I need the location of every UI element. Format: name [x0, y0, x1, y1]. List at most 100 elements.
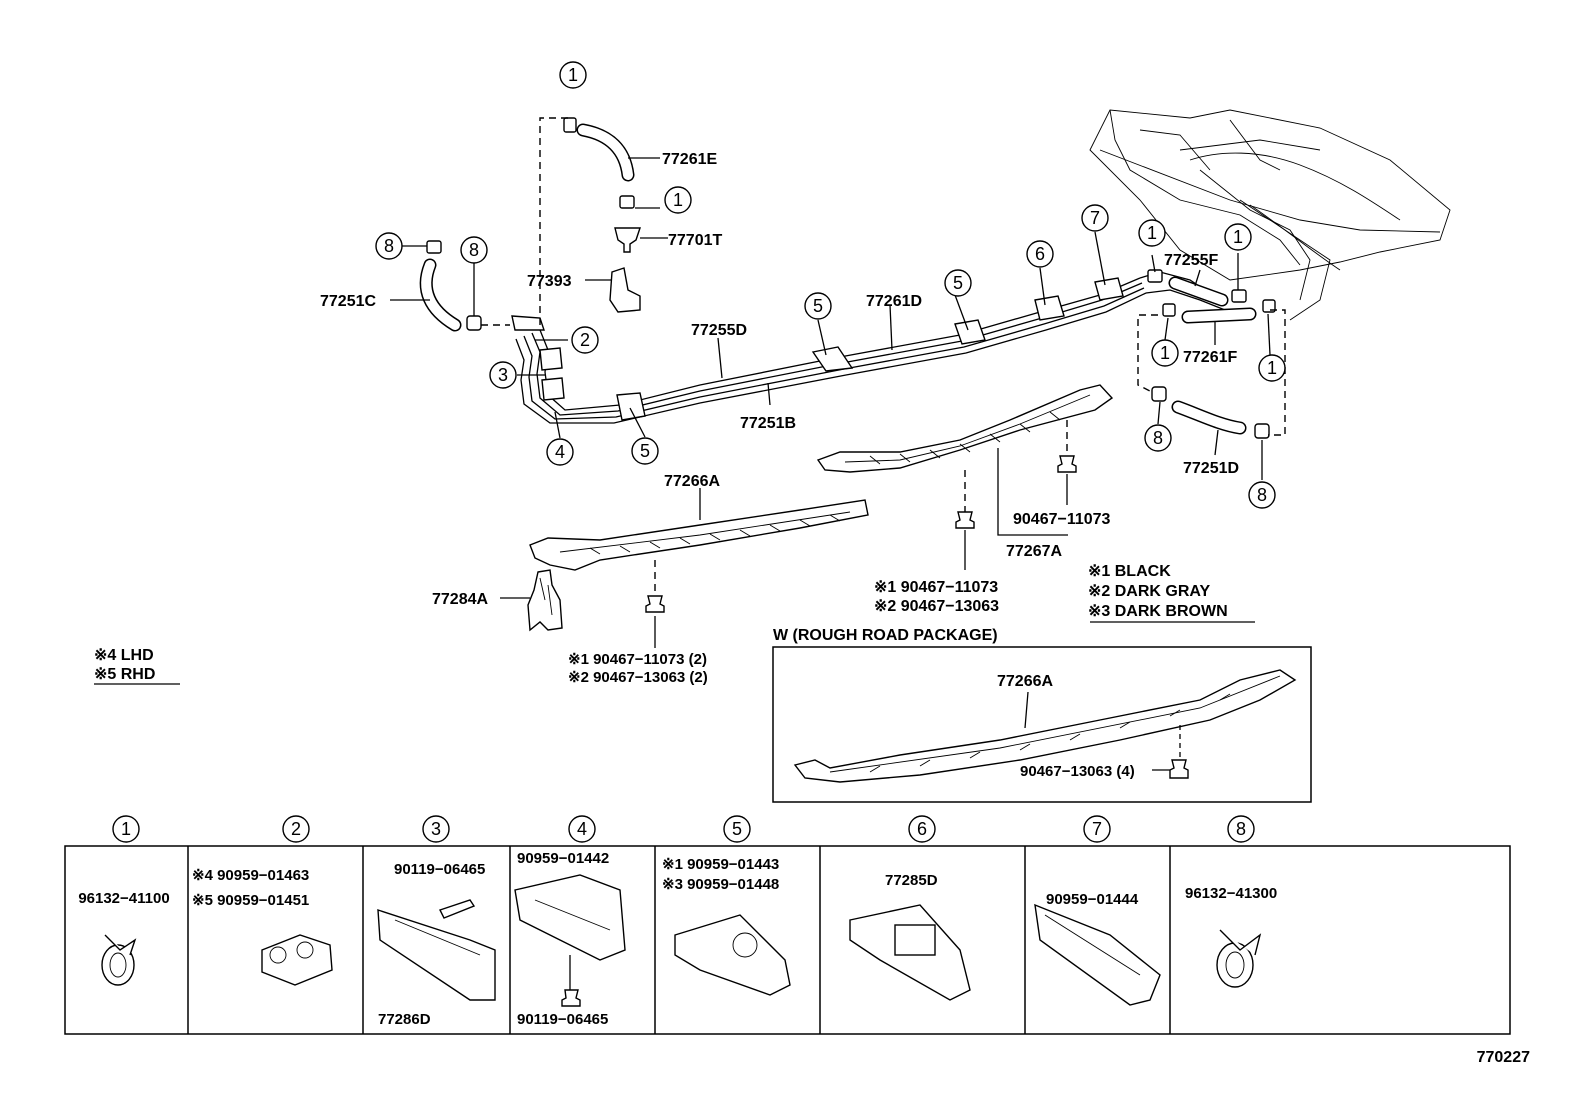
clamp-part-number: ※3 90959−01448 [662, 876, 779, 893]
clamp-part-number: 77286D [378, 1011, 431, 1028]
callout-number: 5 [953, 273, 963, 293]
clamp-part-number: 90959−01444 [1046, 891, 1139, 908]
part-label: 77261E [662, 151, 717, 168]
part-label: ※1 90467−11073 (2) [568, 651, 707, 668]
callout-circle [944, 269, 972, 297]
part-label: 77251D [1183, 460, 1239, 477]
clamp-illustrations [101, 874, 1262, 1007]
clamp-part-number: 77285D [885, 872, 938, 889]
callout-circle [375, 232, 403, 260]
bracket-77284A [527, 569, 563, 632]
leader-lines [94, 157, 1271, 685]
clamp-number: 8 [1236, 819, 1246, 839]
callout-number: 3 [498, 365, 508, 385]
callout-circle [489, 361, 517, 389]
clamp-part-number: 96132−41300 [1185, 885, 1277, 902]
callout-circle [1258, 354, 1286, 382]
clamp-number: 2 [291, 819, 301, 839]
clamp-part-number: ※1 90959−01443 [662, 856, 779, 873]
clamp-number: 4 [577, 819, 587, 839]
callout-circle [1151, 339, 1179, 367]
part-label: ※2 90467−13063 [874, 598, 999, 615]
callout-circle [571, 326, 599, 354]
clamp-number: 3 [431, 819, 441, 839]
callout-number: 1 [568, 65, 578, 85]
part-label: 90467−11073 [1013, 511, 1111, 528]
callout-number: 1 [1147, 223, 1157, 243]
callout-circle [1224, 223, 1252, 251]
callout-circle [664, 186, 692, 214]
small-clips [426, 117, 1276, 439]
clamp-part-number: 90119−06465 [394, 861, 485, 878]
clamp-number-circle [282, 815, 310, 843]
part-label: 77261D [866, 293, 922, 310]
part-label: 77266A [664, 473, 720, 490]
clamp-number-circle [112, 815, 140, 843]
callout-number: 1 [673, 190, 683, 210]
drive-legend-item: ※5 RHD [94, 666, 155, 683]
protector-77266A [529, 499, 869, 571]
part-label: ※2 90467−13063 (2) [568, 669, 708, 686]
dashed-leaders [481, 117, 1286, 596]
part-label: 77255F [1164, 252, 1218, 269]
part-label: 77284A [432, 591, 488, 608]
part-label: 77251B [740, 415, 796, 432]
clamp-number-circle [1083, 815, 1111, 843]
part-label: ※1 90467−11073 [874, 579, 998, 596]
clamp-number: 7 [1092, 819, 1102, 839]
callout-circle [546, 438, 574, 466]
color-legend-item: ※1 BLACK [1088, 563, 1171, 580]
callout-number: 8 [1153, 428, 1163, 448]
clamp-part-number: 96132−41100 [78, 890, 169, 907]
part-label: 77393 [527, 273, 572, 290]
clamp-part-number: ※4 90959−01463 [192, 867, 309, 884]
bolts [645, 455, 1077, 613]
part-label: 77255D [691, 322, 747, 339]
clamp-number-circle [1227, 815, 1255, 843]
fuel-pipes [511, 271, 1231, 424]
callout-circle [1026, 240, 1054, 268]
rough-road-part: 77266A [997, 673, 1053, 690]
callout-circle [1081, 204, 1109, 232]
part-label: 77261F [1183, 349, 1237, 366]
callout-circle [460, 236, 488, 264]
clamp-number-circle [723, 815, 751, 843]
callout-circle [631, 437, 659, 465]
clamp-number-circle [568, 815, 596, 843]
clamp-number-circle [908, 815, 936, 843]
callout-number: 8 [384, 236, 394, 256]
callout-number: 1 [1233, 227, 1243, 247]
callout-circle [1138, 219, 1166, 247]
clamp-part-number: 90959−01442 [517, 850, 609, 867]
labels: 77261E77701T7739377251C77255D77261D77251… [78, 151, 1530, 1066]
color-legend-item: ※3 DARK BROWN [1088, 603, 1228, 620]
fuel-tank-illustration [1089, 109, 1451, 321]
part-label: 77267A [1006, 543, 1062, 560]
rough-road-title: W (ROUGH ROAD PACKAGE) [773, 627, 998, 644]
clamp-part-number: ※5 90959−01451 [192, 892, 309, 909]
clamp-number: 1 [121, 819, 131, 839]
rough-road-box [772, 646, 1312, 803]
callout-number: 7 [1090, 208, 1100, 228]
callout-number: 5 [640, 441, 650, 461]
callout-circle [1248, 481, 1276, 509]
callout-number: 2 [580, 330, 590, 350]
callout-number: 4 [555, 442, 565, 462]
callout-number: 1 [1267, 358, 1277, 378]
callout-number: 8 [469, 240, 479, 260]
rough-road-bolt: 90467−13063 (4) [1020, 763, 1135, 780]
part-label: 77251C [320, 293, 376, 310]
hoses [419, 123, 1257, 435]
callout-number: 1 [1160, 343, 1170, 363]
clamp-number-circle [422, 815, 450, 843]
protector-77267A [816, 384, 1114, 473]
callout-number: 5 [813, 296, 823, 316]
callout-circle [559, 61, 587, 89]
callout-circle [1144, 424, 1172, 452]
part-label: 77701T [668, 232, 722, 249]
callout-number: 6 [1035, 244, 1045, 264]
diagram-code: 770227 [1477, 1049, 1530, 1066]
callout-circle [804, 292, 832, 320]
